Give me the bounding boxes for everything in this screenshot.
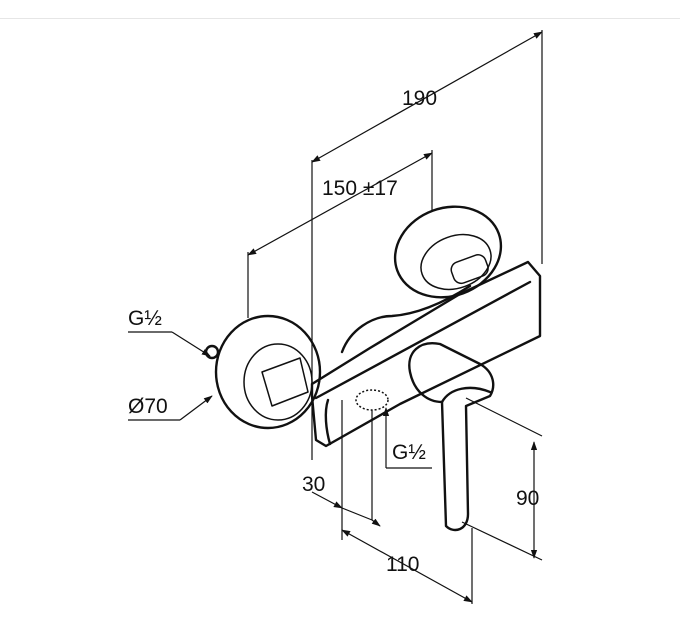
front-escutcheon-outer xyxy=(214,314,322,430)
label-90: 90 xyxy=(516,487,540,510)
back-nut xyxy=(450,254,489,285)
label-g12-outlet: G½ xyxy=(392,441,426,464)
dim-110-line xyxy=(341,529,473,603)
dim-150-line xyxy=(247,152,433,256)
front-escutcheon-inner xyxy=(243,343,313,421)
ext-110-lever xyxy=(461,521,543,561)
label-d70: Ø70 xyxy=(128,395,168,418)
mixer-body-outline xyxy=(310,260,542,448)
leader-g12-left-arrow xyxy=(171,331,211,357)
label-g12-inlet: G½ xyxy=(128,307,162,330)
leader-d70-arrow xyxy=(179,395,213,421)
top-divider xyxy=(0,0,680,19)
dim-30-arrow-right xyxy=(371,518,381,527)
dim-30-link xyxy=(341,507,373,521)
lever-handle xyxy=(408,342,495,532)
lever-inner-curve xyxy=(440,386,492,404)
ext-90-top xyxy=(465,397,543,437)
inlet-stub xyxy=(204,344,220,360)
label-30: 30 xyxy=(302,473,326,496)
label-150: 150 ±17 xyxy=(322,177,398,200)
mixer-body xyxy=(204,205,542,532)
mixer-body-edge xyxy=(314,280,532,400)
front-nut xyxy=(261,357,309,407)
label-110: 110 xyxy=(386,553,420,576)
mixer-top-curve xyxy=(340,284,472,354)
outlet-hole xyxy=(355,389,389,411)
dim-30-arrow-left xyxy=(311,491,343,509)
label-190: 190 xyxy=(402,87,438,110)
dimension-lines xyxy=(128,30,543,604)
back-escutcheon-outer xyxy=(393,205,503,299)
dim-190-line xyxy=(311,31,543,163)
back-escutcheon-inner xyxy=(420,233,492,291)
mixer-front-curve xyxy=(324,398,332,446)
